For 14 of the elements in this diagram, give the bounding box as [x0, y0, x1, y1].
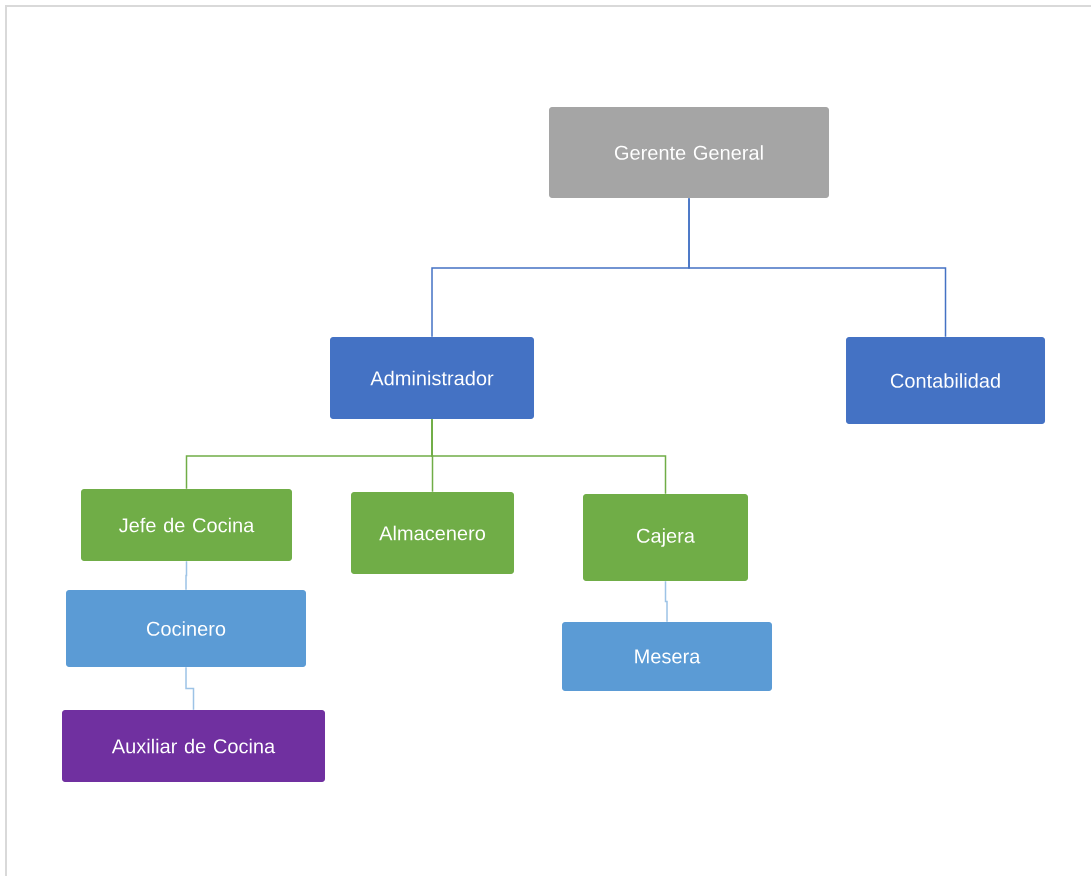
org-box: Gerente General [549, 107, 829, 198]
org-box: Auxiliar de Cocina [62, 710, 325, 782]
org-box: Jefe de Cocina [81, 489, 292, 561]
org-box: Cajera [583, 494, 748, 581]
org-box: Administrador [330, 337, 534, 419]
connector-line [688, 197, 947, 338]
org-box: Mesera [562, 622, 772, 691]
connector-line [185, 666, 195, 711]
org-box: Almacenero [351, 492, 514, 574]
connector-line [664, 580, 668, 623]
org-box: Cocinero [66, 590, 306, 667]
connector-line [431, 418, 667, 495]
connector-line [185, 560, 188, 591]
org-box: Contabilidad [846, 337, 1045, 424]
